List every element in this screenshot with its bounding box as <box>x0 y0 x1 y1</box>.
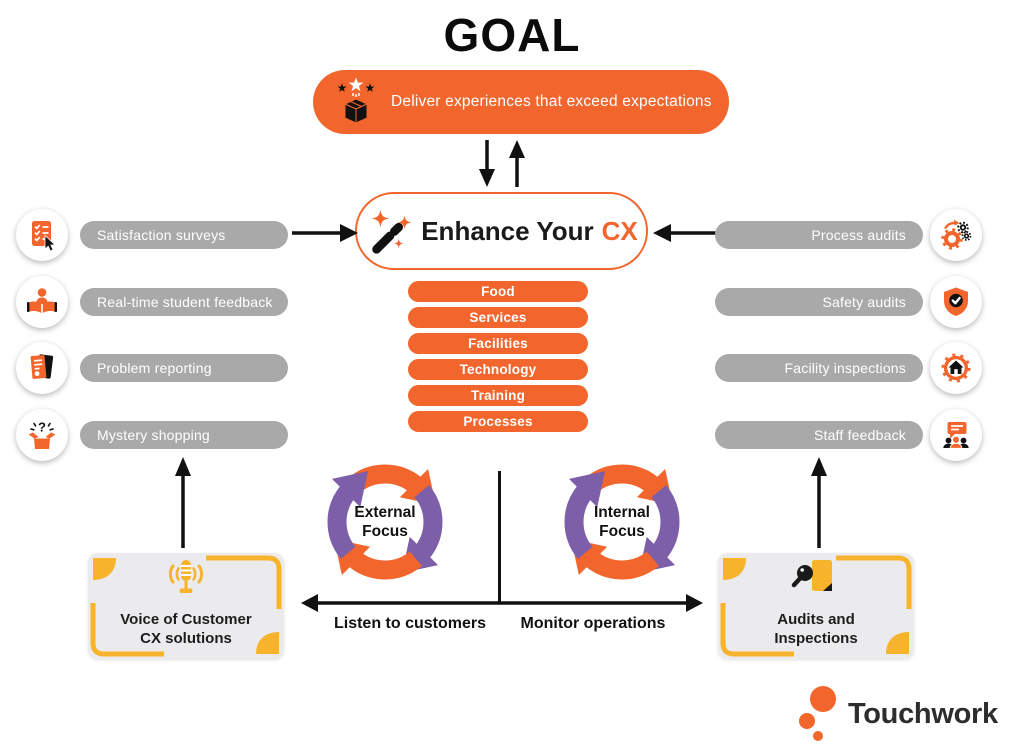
pill-problem-reporting: Problem reporting <box>80 354 288 382</box>
corner-decorations <box>720 555 912 657</box>
focus-area-pill: Food <box>408 281 588 302</box>
focus-area-pill: Technology <box>408 359 588 380</box>
svg-text:?: ? <box>38 420 46 435</box>
enhance-text-accent: CX <box>601 215 638 246</box>
goal-banner-text: Deliver experiences that exceed expectat… <box>391 93 712 110</box>
process-audits-icon-circle <box>930 209 982 261</box>
pill-mystery-shopping: Mystery shopping <box>80 421 288 449</box>
external-focus-label: External Focus <box>354 504 416 540</box>
survey-checklist-icon <box>32 221 56 252</box>
pill-staff-feedback: Staff feedback <box>715 421 923 449</box>
process-gears-icon <box>941 219 972 250</box>
mystery-box-icon: ? <box>28 420 56 449</box>
student-feedback-icon-circle <box>16 276 68 328</box>
brand-logo: Touchwork <box>794 684 998 744</box>
focus-area-pill: Facilities <box>408 333 588 354</box>
safety-audits-icon-circle <box>930 276 982 328</box>
internal-focus-cycle <box>564 464 680 580</box>
focus-area-pill: Training <box>408 385 588 406</box>
goal-exchange-arrows <box>479 140 525 187</box>
microphone-icon <box>168 560 204 593</box>
axis-label-monitor: Monitor operations <box>520 615 666 632</box>
axis-double-arrow <box>301 594 703 612</box>
pill-process-audits: Process audits <box>715 221 923 249</box>
internal-focus-label: Internal Focus <box>594 504 650 540</box>
report-document-icon <box>30 354 54 379</box>
staff-feedback-icon <box>943 422 969 449</box>
enhance-text-main: Enhance Your <box>421 215 594 246</box>
enhance-cx-box: Enhance Your CX <box>355 192 648 270</box>
voice-of-customer-box: Voice of Customer CX solutions <box>88 553 284 659</box>
voice-of-customer-label: Voice of Customer CX solutions <box>120 611 252 647</box>
pill-safety-audits: Safety audits <box>715 288 923 316</box>
page-title: GOAL <box>443 9 581 61</box>
pill-realtime-student-feedback: Real-time student feedback <box>80 288 288 316</box>
satisfaction-surveys-icon-circle <box>16 209 68 261</box>
facility-gear-house-icon <box>941 353 971 383</box>
external-focus-cycle <box>327 464 443 580</box>
audits-up-arrow <box>811 457 827 548</box>
focus-areas-stack: Food Services Facilities Technology Trai… <box>408 281 588 437</box>
goal-banner: Deliver experiences that exceed expectat… <box>313 70 729 134</box>
voc-up-arrow <box>175 457 191 548</box>
axis-label-listen: Listen to customers <box>333 615 487 632</box>
audits-inspections-box: Audits and Inspections <box>718 553 914 659</box>
right-to-cx-arrow <box>653 224 719 242</box>
audits-inspections-label: Audits and Inspections <box>774 611 858 647</box>
shield-check-icon <box>944 287 968 316</box>
facility-inspections-icon-circle <box>930 342 982 394</box>
magic-wand-icon <box>371 209 412 254</box>
focus-area-pill: Services <box>408 307 588 328</box>
touchwork-dots-logo <box>799 686 836 741</box>
pill-satisfaction-surveys: Satisfaction surveys <box>80 221 288 249</box>
package-stars-icon <box>337 77 375 124</box>
document-magnifier-icon <box>791 560 832 591</box>
problem-reporting-icon-circle <box>16 342 68 394</box>
staff-feedback-icon-circle <box>930 409 982 461</box>
pill-facility-inspections: Facility inspections <box>715 354 923 382</box>
mystery-shopping-icon-circle: ? <box>16 409 68 461</box>
brand-name: Touchwork <box>848 697 998 730</box>
corner-decorations <box>90 555 282 657</box>
axis-divider-line <box>498 471 501 603</box>
reading-person-icon <box>27 288 57 313</box>
focus-area-pill: Processes <box>408 411 588 432</box>
left-to-cx-arrow <box>292 224 358 242</box>
